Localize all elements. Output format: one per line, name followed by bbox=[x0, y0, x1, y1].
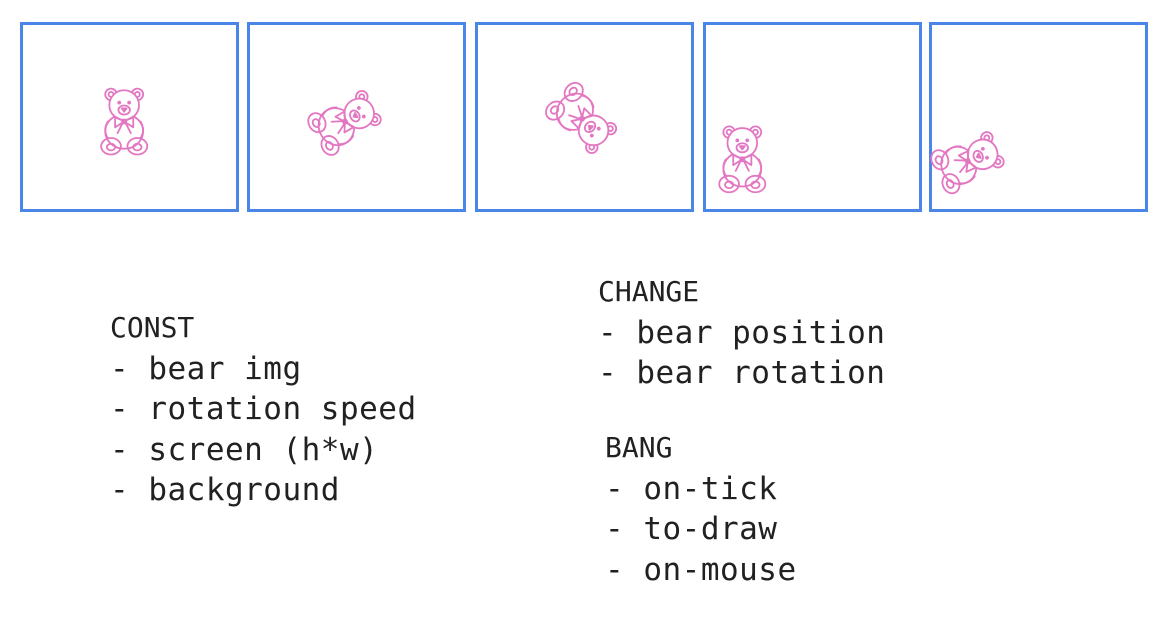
const-item: - bear img bbox=[110, 350, 302, 387]
frame-2 bbox=[247, 22, 466, 212]
teddy-bear-icon bbox=[718, 125, 767, 194]
change-item: - bear position bbox=[598, 314, 886, 351]
frame-3 bbox=[475, 22, 694, 212]
change-title: CHANGE bbox=[598, 275, 700, 308]
teddy-bear-icon bbox=[541, 78, 623, 160]
bang-item: - to-draw bbox=[605, 511, 778, 547]
bang-list: BANG - on-tick - to-draw - on-mouse bbox=[605, 428, 797, 590]
teddy-bear-icon bbox=[927, 125, 1009, 197]
const-item: - background bbox=[110, 472, 340, 508]
bang-item: - on-tick bbox=[605, 470, 778, 507]
const-list: CONST - bear img - rotation speed - scre… bbox=[110, 308, 417, 511]
change-item: - bear rotation bbox=[598, 355, 886, 391]
frame-5 bbox=[927, 22, 1148, 212]
teddy-bear-icon bbox=[100, 87, 149, 156]
change-list: CHANGE - bear position - bear rotation bbox=[598, 272, 885, 394]
frame-4 bbox=[703, 22, 922, 212]
teddy-bear-icon bbox=[303, 84, 386, 160]
const-item: - screen (h*w) bbox=[110, 431, 379, 468]
bang-item: - on-mouse bbox=[605, 551, 797, 588]
const-title: CONST bbox=[110, 311, 195, 344]
bang-title: BANG bbox=[605, 431, 673, 464]
const-item: - rotation speed bbox=[110, 391, 417, 427]
frame-1 bbox=[20, 22, 239, 212]
